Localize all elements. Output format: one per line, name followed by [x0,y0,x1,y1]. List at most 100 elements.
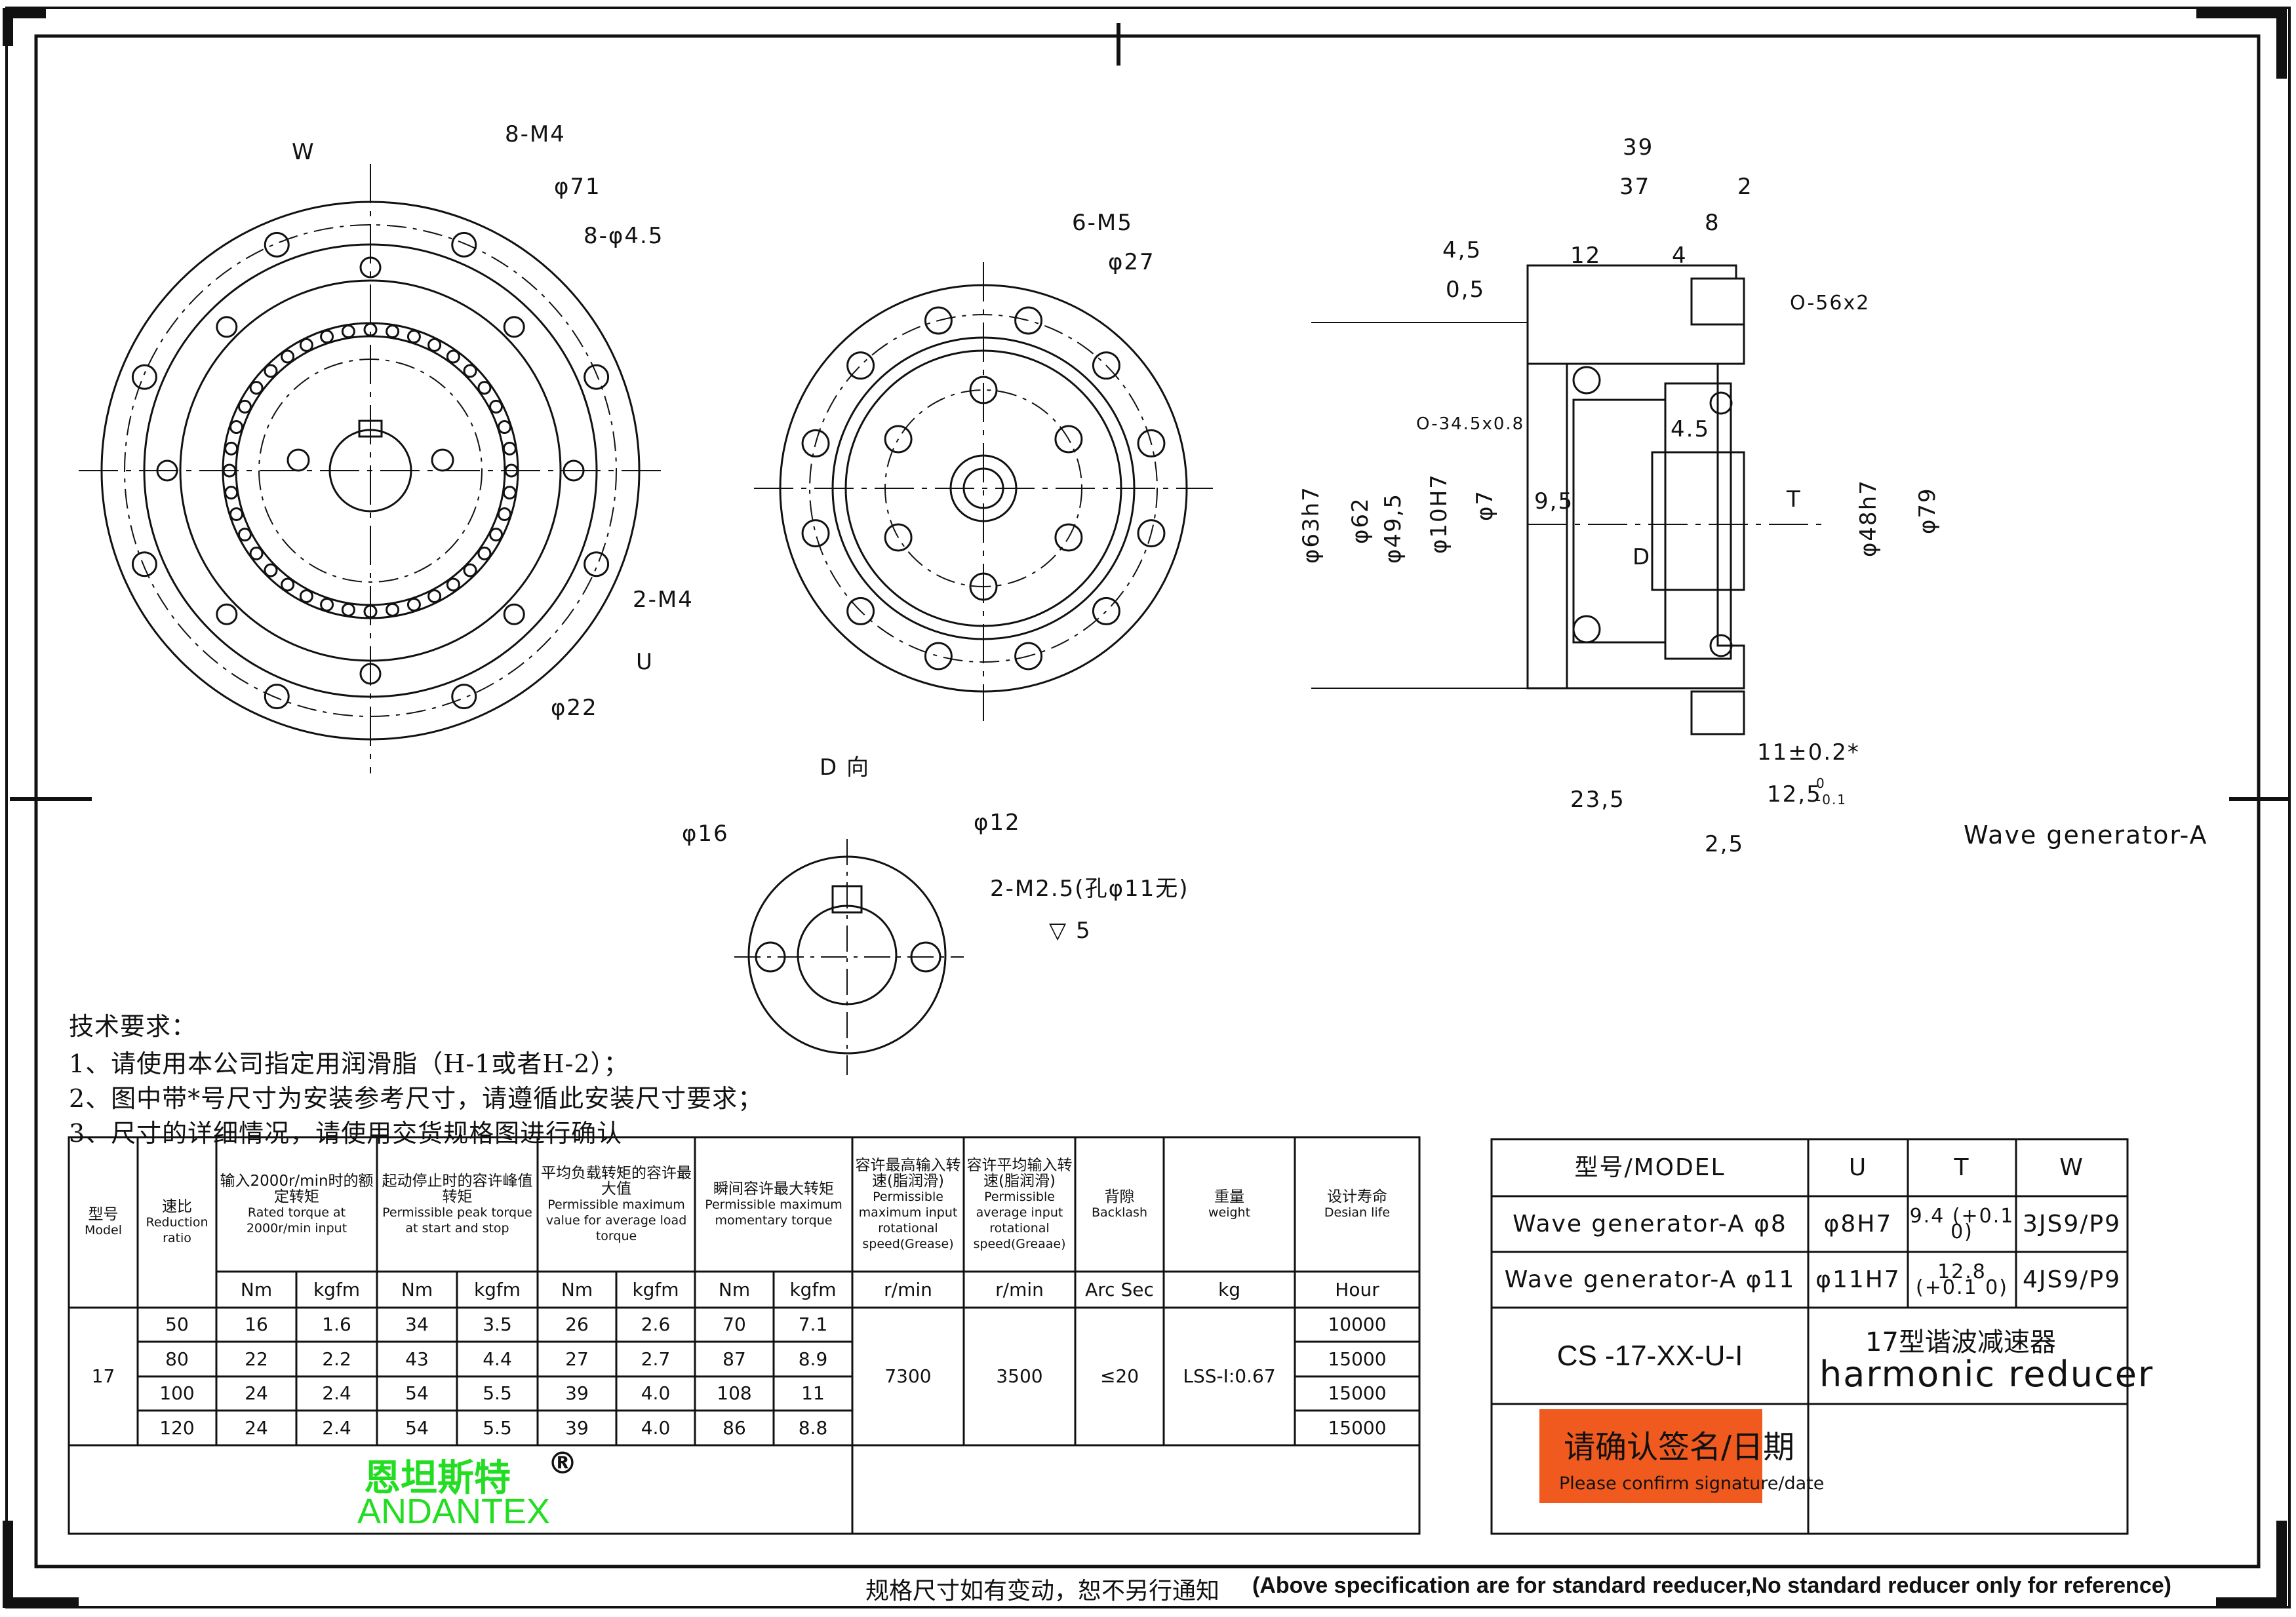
tapped-hole [563,459,585,482]
flange-hole [1092,351,1120,380]
spec-value: 5.5 [483,1416,512,1439]
dim-d495: φ49,5 [1380,492,1406,564]
flange-hole [924,642,953,671]
brand-mark: ® [547,1445,578,1481]
spec-value: 7.1 [798,1314,828,1335]
bolt-hole [131,551,157,577]
bearing-ball [497,507,511,521]
product-zh: 17型谐波减速器 [1865,1327,2056,1357]
tapped-hole [156,459,178,482]
spec-avg-speed: 3500 [996,1365,1043,1387]
model-u: φ11H7 [1815,1266,1901,1293]
requirement-1: 1、请使用本公司指定用润滑脂（H-1或者H-2）； [69,1049,629,1078]
dim-12-5: 12,5 [1767,781,1822,808]
dim-d95: 9,5 [1534,488,1574,515]
bearing-ball [224,441,239,456]
w-header: W [2059,1154,2084,1181]
spec-header-zh: 输入2000r/min时的额定转矩 [220,1172,374,1205]
spec-header-en: Permissible maximum input rotational spe… [858,1189,958,1251]
spec-life: 15000 [1328,1382,1387,1404]
spec-value: 2.4 [322,1416,351,1439]
spec-unit: Nm [240,1278,273,1300]
confirm-en: Please confirm signature/date [1559,1473,1825,1494]
model-t: 9.4 (+0.1 0) [1909,1204,2015,1243]
spec-header-en: Permissible average input rotational spe… [973,1189,1066,1251]
bearing-ball [281,349,295,364]
label-2-m4: 2-M4 [633,587,694,613]
spec-value: 27 [565,1348,589,1370]
bearing-ball [477,381,492,395]
spec-life: 15000 [1328,1416,1387,1439]
tapped-hole [216,603,238,625]
spec-value: 34 [405,1314,429,1335]
bearing-ball [502,486,517,500]
bearing-ball [446,349,460,364]
spec-header-zh: 瞬间容许最大转矩 [713,1180,834,1198]
dim-tol-up: 0 [1816,775,1826,791]
bearing-ball [489,399,504,414]
spec-value: 4.4 [483,1348,512,1370]
label-d: D [1633,544,1652,570]
flange-hole [1137,429,1166,458]
spec-max-speed: 7300 [884,1365,932,1387]
center-marks [10,23,2288,801]
label-wave-generator: Wave generator-A [1964,821,2208,849]
bearing-ball [320,597,334,612]
bearing-ball [229,420,244,435]
bearing-ball [386,324,400,339]
dim-23-5: 23,5 [1570,787,1625,813]
bolt-hole [264,231,290,258]
spec-value: 16 [245,1314,268,1335]
dim-d79: φ79 [1914,487,1941,534]
oring-56: O-56x2 [1790,292,1870,315]
model-name: Wave generator-A φ11 [1504,1266,1796,1293]
dim-tol-lo: -0.1 [1816,792,1848,808]
dim-4-5b: 4.5 [1671,416,1711,442]
dim-8: 8 [1705,210,1720,236]
m5-hole [1054,523,1083,552]
front-view-left [79,164,662,773]
bearing-ball [406,330,421,344]
bolt-hole [131,364,157,390]
bolt-hole [264,684,290,710]
dim-4: 4 [1672,243,1688,269]
spec-value: 8.8 [798,1416,828,1439]
flange-hole [801,519,830,548]
spec-model: 17 [91,1365,115,1387]
spec-header-zh: 起动停止时的容许峰值转矩 [382,1172,533,1205]
spec-unit: kgfm [632,1278,679,1300]
bolt-hole [584,551,610,577]
requirement-2: 2、图中带*号尺寸为安装参考尺寸，请遵循此安装尺寸要求； [69,1084,764,1113]
dim-12: 12 [1570,243,1602,269]
product-code: CS -17-XX-U-I [1556,1339,1743,1372]
flange-hole [1014,642,1043,671]
oring-345: O-34.5x0.8 [1416,414,1525,434]
bearing-ball [237,528,252,542]
spec-unit: kgfm [313,1278,361,1300]
bearing-ball [249,546,264,560]
model-header: 型号/MODEL [1574,1154,1726,1181]
tapped-hole [216,316,238,338]
spec-unit: r/min [884,1278,932,1300]
model-t: 12.8 (+0.1 0) [1916,1260,2008,1299]
dim-d12: φ12 [974,809,1021,836]
flange-hole [924,306,953,335]
spec-header-en: Model [84,1223,123,1237]
view-caption: D 向 [820,754,870,781]
label-d71: φ71 [554,174,601,200]
dim-39: 39 [1623,134,1654,161]
flange-hole [1092,596,1120,625]
dim-d62: φ62 [1347,497,1374,544]
bearing-ball [229,507,244,521]
bearing-ball [264,563,278,577]
spec-ratio: 50 [165,1314,189,1335]
spec-value: 54 [405,1416,429,1439]
model-w: 3JS9/P9 [2022,1210,2122,1237]
dim-d16: φ16 [682,821,729,847]
spec-value: 2.6 [641,1314,671,1335]
label-8-m4: 8-M4 [505,121,566,147]
spec-value: 24 [245,1382,268,1404]
